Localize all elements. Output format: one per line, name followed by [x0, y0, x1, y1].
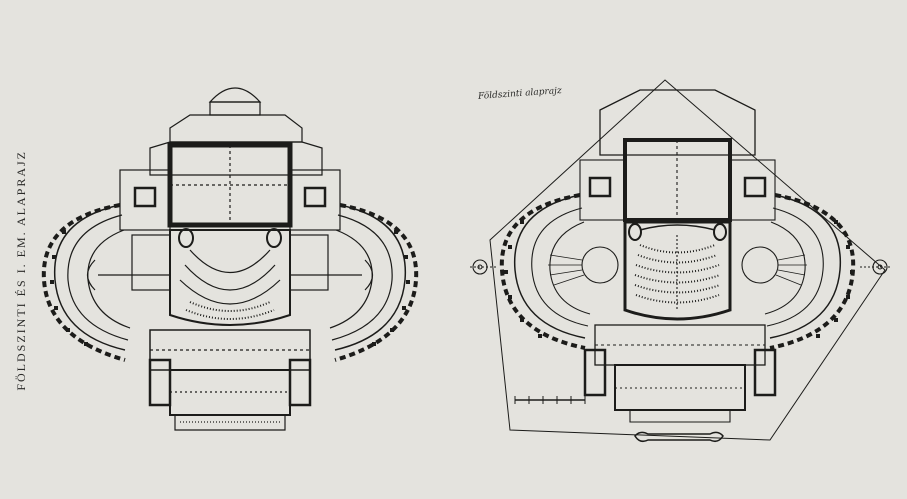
right-ground-floor-plan	[470, 70, 895, 455]
side-title: FÖLDSZINTI ÉS I. EM. ALAPRAJZ	[14, 150, 28, 391]
left-floor-plan	[40, 70, 460, 440]
